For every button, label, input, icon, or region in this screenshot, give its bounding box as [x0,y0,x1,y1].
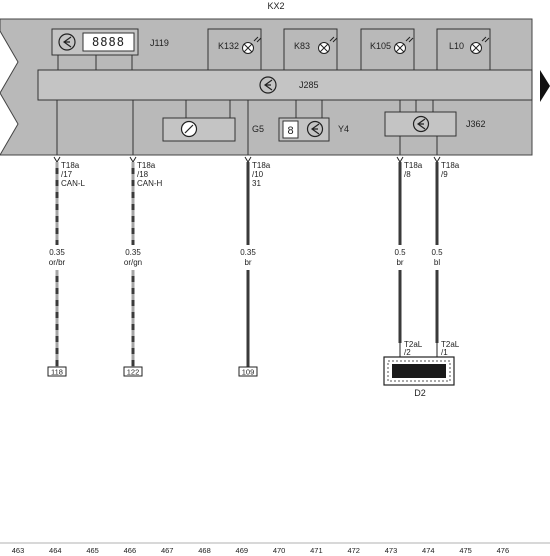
footer-columns: 463 464 465 466 467 468 469 470 471 472 473 474 475 4… [12,546,509,555]
lamp-k105: K105 [360,28,415,71]
pin-number: /9 [441,170,448,179]
kx2-title: KX2 [267,1,284,11]
y4-digit: 8 [287,125,293,137]
pin-number: /10 [252,170,264,179]
connector-arrow-icon [433,156,441,163]
y4-symbol-icon [306,120,324,138]
signal-label: 31 [252,179,261,188]
lamp-k83: K83 [283,28,338,71]
ref-box [123,366,143,377]
wire-size: 0.35 [240,248,256,257]
wire-color: or/br [49,258,66,267]
k83-label: K83 [294,41,310,51]
j119-digits: 8888 [92,35,125,49]
wire-color: br [396,258,403,267]
j285-bus [37,69,533,101]
y4-label: Y4 [338,124,349,134]
footer-column-number: 465 [86,546,99,555]
footer-column-number: 473 [385,546,398,555]
pin-number: /8 [404,170,411,179]
footer-column-number: 470 [273,546,286,555]
connector-arrow-icon [53,156,61,163]
wire-size: 0.35 [49,248,65,257]
end-pin-label: T2aL [404,340,423,349]
j119-symbol-icon [58,33,76,51]
footer-column-number: 463 [12,546,25,555]
signal-label: CAN-L [61,179,86,188]
footer-column-number: 474 [422,546,435,555]
footer-column-number: 476 [497,546,510,555]
connector-arrow-icon [396,156,404,163]
wire-size: 0.35 [125,248,141,257]
lamp-k132: K132 [207,28,262,71]
wire-color: br [244,258,251,267]
ref-number: 122 [127,368,140,377]
footer-column-number: 464 [49,546,62,555]
wire-group: T18a/17CAN-L0.35or/br118T18a/18CAN-H0.35… [47,156,460,377]
end-pin-number: /1 [441,348,448,357]
d2-shield [387,360,451,382]
pin-label: T18a [252,161,271,170]
footer-column-number: 469 [236,546,249,555]
footer-column-number: 471 [310,546,323,555]
j362-label: J362 [466,119,486,129]
footer-column-number: 468 [198,546,211,555]
d2-label: D2 [414,388,426,398]
footer-column-number: 475 [459,546,472,555]
wire-color: bl [434,258,440,267]
g5-label: G5 [252,124,264,134]
pin-label: T18a [61,161,80,170]
k105-label: K105 [370,41,391,51]
g5-box [162,117,236,142]
wire-size: 0.5 [394,248,406,257]
footer-column-number: 472 [347,546,360,555]
end-pin-number: /2 [404,348,411,357]
j119-label: J119 [150,38,169,48]
pin-label: T18a [404,161,423,170]
l10-label: L10 [449,41,464,51]
signal-label: CAN-H [137,179,163,188]
pin-number: /18 [137,170,149,179]
j285-label: J285 [299,80,319,90]
j285-symbol-icon [259,76,277,94]
footer-column-number: 466 [124,546,137,555]
k132-label: K132 [218,41,239,51]
end-pin-label: T2aL [441,340,460,349]
lamp-l10: L10 [436,28,491,71]
d2-coil [392,364,446,378]
wire-color: or/gn [124,258,142,267]
connector-arrow-icon [244,156,252,163]
continue-arrow-icon [540,70,550,102]
ref-box [238,366,258,377]
j119-display [82,32,135,52]
wire-size: 0.5 [431,248,443,257]
j362-symbol-icon [412,115,430,133]
footer-column-number: 467 [161,546,174,555]
ref-number: 109 [242,368,255,377]
pin-number: /17 [61,170,73,179]
connector-arrow-icon [129,156,137,163]
pin-label: T18a [137,161,156,170]
pin-label: T18a [441,161,460,170]
ref-number: 118 [51,368,63,377]
ref-box [47,366,67,377]
